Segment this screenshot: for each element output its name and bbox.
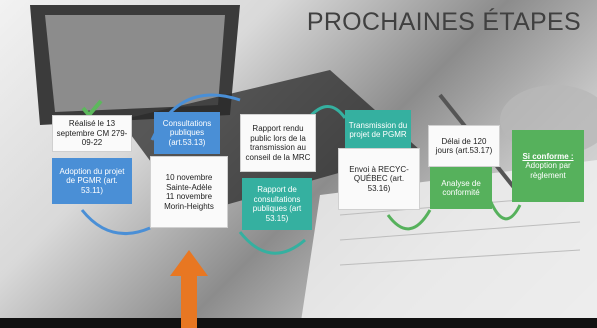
connector-arc [238,231,306,255]
adoption-reglement-label: Adoption par règlement [525,161,571,180]
si-conforme-label: Si conforme : [522,151,574,161]
step-adoption-projet: Adoption du projet de PGMR (art. 53.11) [52,158,132,204]
laptop-screen-glare [45,15,225,112]
connector-arc [386,209,432,231]
arrow-shape [170,250,208,328]
date-sainte-adele: 10 novembre Sainte-Adèle [165,173,213,192]
step-rapport-consultations: Rapport de consultations publiques (art … [242,178,312,230]
step-realise: Réalisé le 13 septembre CM 279-09-22 [52,115,132,152]
step-consultations: Consultations publiques (art.53.13) [154,112,220,154]
paper-line [339,249,581,266]
step-analyse: Analyse de conformité [430,167,492,209]
step-envoi: Envoi à RECYC-QUÉBEC (art. 53.16) [338,148,420,210]
date-morin-heights: 11 novembre Morin-Heights [164,192,214,211]
step-adoption-finale: Si conforme : Adoption par règlement [512,130,584,202]
paper-line [339,221,581,241]
bottom-bar [0,318,597,328]
arrow-up-icon [170,250,208,328]
page-title: PROCHAINES ÉTAPES [306,8,581,36]
step-dates: 10 novembre Sainte-Adèle 11 novembre Mor… [150,156,228,228]
step-delai: Délai de 120 jours (art.53.17) [428,125,500,167]
connector-arc [80,209,151,236]
check-mark [81,99,103,118]
step-transmission: Transmission du projet de PGMR [345,110,411,150]
step-rapport-public: Rapport rendu public lors de la transmis… [240,114,316,172]
connector-arc [488,199,522,221]
